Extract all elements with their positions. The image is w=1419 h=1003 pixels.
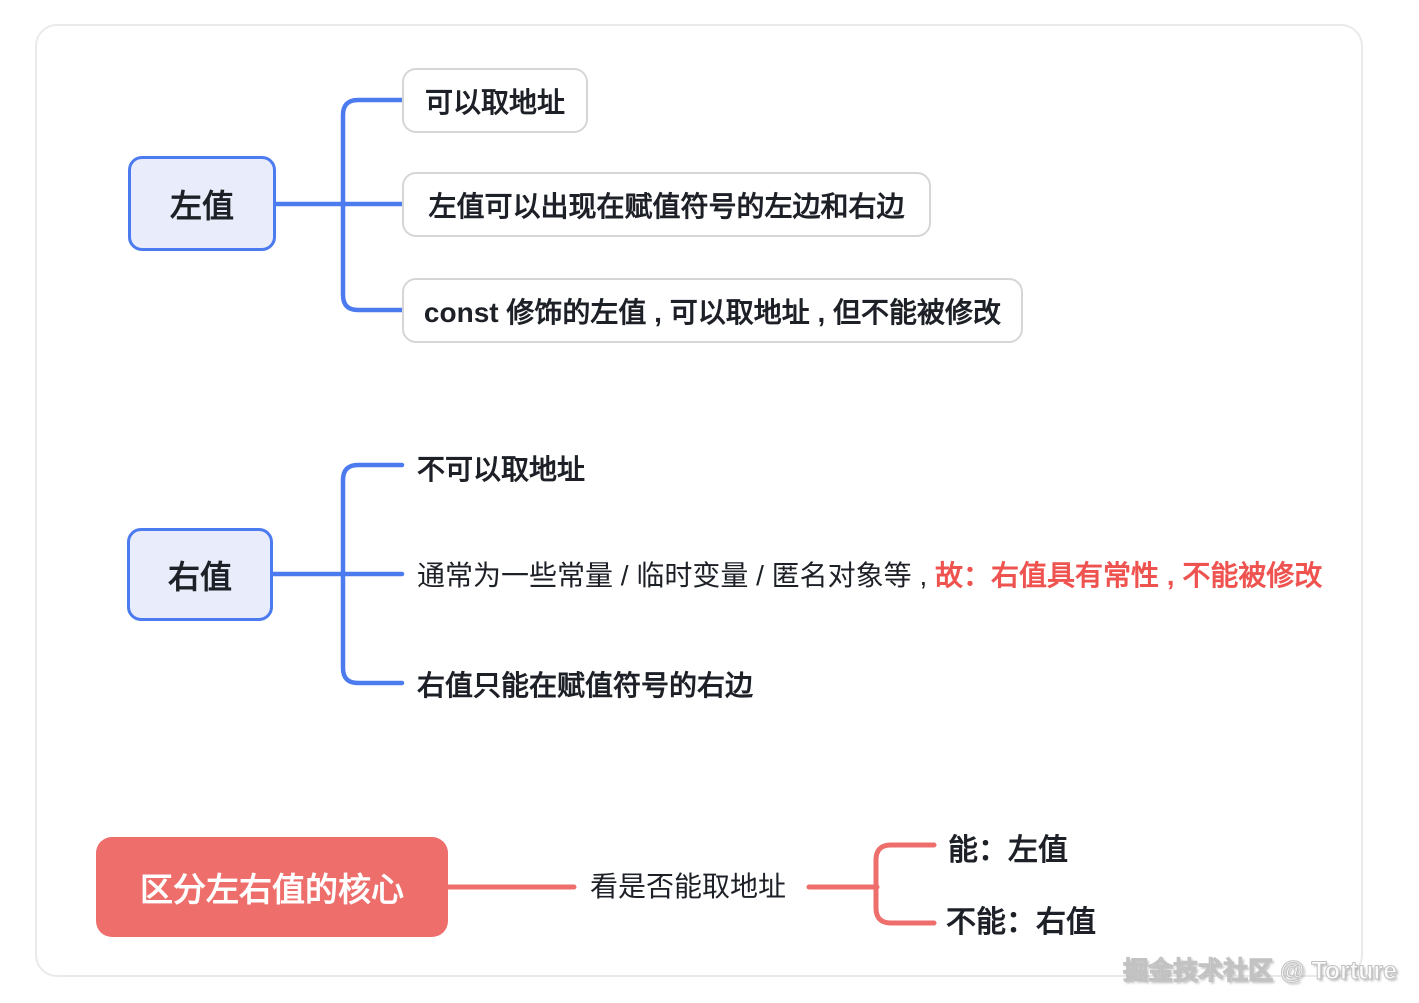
rvalue-child-label: 不可以取地址 <box>417 454 586 485</box>
lvalue-child-label: const 修饰的左值 , 可以取地址 , 但不能被修改 <box>423 296 1002 328</box>
watermark-text: 掘金技术社区 @ Torture <box>1123 957 1398 986</box>
rvalue-child-node-not-addressable[interactable]: 不可以取地址 <box>417 453 585 487</box>
core-question-label: 看是否能取地址 <box>590 871 787 902</box>
lvalue-child-label: 左值可以出现在赋值符号的左边和右边 <box>428 190 905 222</box>
answer-node-cannot-rvalue[interactable]: 不能：右值 <box>946 906 1096 940</box>
lvalue-child-label: 可以取地址 <box>424 86 565 118</box>
rvalue-child-label-plain: 通常为一些常量 / 临时变量 / 匿名对象等 , <box>417 560 928 591</box>
rvalue-root-node[interactable]: 右值 <box>127 528 273 621</box>
core-question-node[interactable]: 看是否能取地址 <box>590 870 786 904</box>
answer-cannot-label: 不能：右值 <box>946 906 1096 939</box>
core-root-node[interactable]: 区分左右值的核心 <box>96 837 448 937</box>
rvalue-root-label: 右值 <box>167 558 232 595</box>
rvalue-child-node-right-side-only[interactable]: 右值只能在赋值符号的右边 <box>417 669 753 703</box>
core-root-label: 区分左右值的核心 <box>140 871 404 908</box>
lvalue-root-node[interactable]: 左值 <box>128 156 276 251</box>
lvalue-child-node-both-sides[interactable]: 左值可以出现在赋值符号的左边和右边 <box>402 172 931 237</box>
answer-node-can-lvalue[interactable]: 能：左值 <box>948 834 1068 868</box>
lvalue-root-label: 左值 <box>169 187 234 224</box>
rvalue-child-label-red: 故：右值具有常性 , 不能被修改 <box>935 560 1323 591</box>
rvalue-child-node-constancy[interactable]: 通常为一些常量 / 临时变量 / 匿名对象等 , 故：右值具有常性 , 不能被修… <box>417 559 1322 593</box>
lvalue-child-node-addressable[interactable]: 可以取地址 <box>402 68 588 133</box>
rvalue-child-label: 右值只能在赋值符号的右边 <box>417 670 754 701</box>
lvalue-child-node-const[interactable]: const 修饰的左值 , 可以取地址 , 但不能被修改 <box>402 278 1023 343</box>
answer-can-label: 能：左值 <box>948 834 1068 867</box>
